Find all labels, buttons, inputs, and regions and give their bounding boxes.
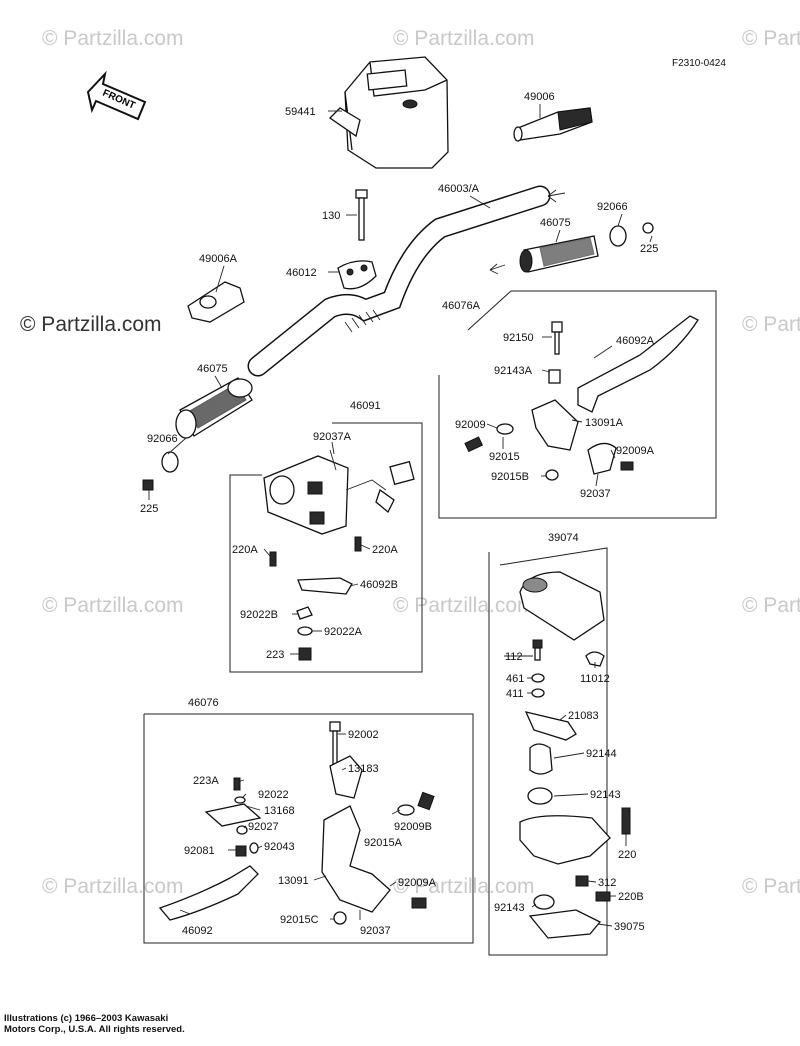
part-label: 92002 <box>348 729 379 741</box>
watermark: © Partzilla.com <box>42 27 184 50</box>
part-label: 92143 <box>590 789 621 801</box>
part-label: 92015C <box>280 914 319 926</box>
clamp-drawing <box>337 260 377 290</box>
group-boxes <box>143 290 717 956</box>
part-label: 220A <box>232 544 258 556</box>
part-label: 92144 <box>586 748 617 760</box>
part-label: 225 <box>640 243 658 255</box>
switch-housing-drawing <box>263 449 415 661</box>
part-label: 92009B <box>394 821 432 833</box>
part-label: 112 <box>505 651 523 663</box>
copyright-line: Illustrations (c) 1966–2003 Kawasaki <box>4 1013 169 1024</box>
part-label: 92015B <box>491 471 529 483</box>
watermarks: © Partzilla.com © Partzilla.com © Partzi… <box>20 27 800 898</box>
group-label-46076: 46076 <box>188 697 219 709</box>
part-label: 220A <box>372 544 398 556</box>
left-grip-drawing <box>142 377 253 491</box>
part-label: 225 <box>140 503 158 515</box>
part-label: 92066 <box>147 433 178 445</box>
part-label: 461 <box>506 673 524 685</box>
part-label: 92081 <box>184 845 215 857</box>
part-label: 13091 <box>278 875 309 887</box>
group-label-39074: 39074 <box>548 532 579 544</box>
watermark: © Partzilla.com <box>393 594 535 617</box>
watermark: © Partzilla.com <box>393 875 535 898</box>
part-label: 220 <box>618 849 636 861</box>
watermark: © Partzilla.com <box>742 313 800 336</box>
part-label: 13168 <box>264 805 295 817</box>
part-label: 92027 <box>248 821 279 833</box>
part-label: 13183 <box>348 763 379 775</box>
clutch-lever-group-drawing <box>464 315 699 481</box>
part-label: 92015A <box>364 837 403 849</box>
part-label: 92066 <box>597 201 628 213</box>
part-label: 11012 <box>580 673 610 685</box>
part-label: 92022A <box>324 626 363 638</box>
part-label: 49006 <box>524 91 555 103</box>
part-label: 92022 <box>258 789 289 801</box>
meter-cover-drawing <box>328 56 449 169</box>
part-label: 39075 <box>614 921 645 933</box>
group-label-46076A: 46076A <box>442 300 481 312</box>
part-label: 46075 <box>197 363 228 375</box>
brake-lever-group-drawing <box>158 721 435 925</box>
part-label: 46075 <box>540 217 571 229</box>
part-label: 46092 <box>182 925 213 937</box>
part-label: 223 <box>266 649 284 661</box>
watermark: © Partzilla.com <box>42 875 184 898</box>
part-label: 223A <box>193 775 219 787</box>
right-grip-drawing <box>519 222 654 273</box>
throttle-group-drawing <box>519 571 631 939</box>
leader-lines <box>148 104 653 927</box>
part-label: 92015 <box>489 451 520 463</box>
copyright-line: Motors Corp., U.S.A. All rights reserved… <box>4 1024 185 1035</box>
part-label: 59441 <box>285 106 316 118</box>
part-label: 46003/A <box>438 183 480 195</box>
diagram-id: F2310-0424 <box>672 58 726 69</box>
copyright-notice: Illustrations (c) 1966–2003 Kawasaki Mot… <box>4 1013 185 1035</box>
part-label: 92037 <box>580 488 611 500</box>
part-labels: 59441 49006 46003/A 130 92066 46075 225 … <box>140 91 658 937</box>
part-label: 220B <box>618 891 644 903</box>
part-label: 92009A <box>616 445 655 457</box>
grip-cover-drawing <box>513 107 593 142</box>
bolt-130-drawing <box>355 189 368 241</box>
part-label: 46092B <box>360 579 398 591</box>
watermark: © Partzilla.com <box>742 594 800 617</box>
part-label: 411 <box>506 688 524 700</box>
part-label: 92009 <box>455 419 486 431</box>
part-label: 92022B <box>240 609 278 621</box>
part-label: 92037 <box>360 925 391 937</box>
part-label: 92143 <box>494 902 525 914</box>
part-label: 312 <box>598 877 616 889</box>
part-label: 21083 <box>568 710 599 722</box>
part-label: 92009A <box>398 877 437 889</box>
watermark: © Partzilla.com <box>742 27 800 50</box>
part-label: 49006A <box>199 253 238 265</box>
part-label: 46092A <box>616 335 655 347</box>
watermark: © Partzilla.com <box>42 594 184 617</box>
part-label: 46012 <box>286 267 317 279</box>
part-label: 130 <box>322 210 340 222</box>
front-arrow-icon: FRONT <box>86 70 147 121</box>
watermark: © Partzilla.com <box>393 27 535 50</box>
part-label: 92143A <box>494 365 533 377</box>
handlebar-drawing <box>247 185 566 377</box>
watermark: © Partzilla.com <box>742 875 800 898</box>
part-label: 92037A <box>313 431 352 443</box>
left-switch-drawing <box>187 281 245 323</box>
part-label: 92150 <box>503 332 534 344</box>
watermark: © Partzilla.com <box>20 313 162 336</box>
group-label-46091: 46091 <box>350 400 381 412</box>
part-label: 13091A <box>585 417 624 429</box>
part-label: 92043 <box>264 841 295 853</box>
